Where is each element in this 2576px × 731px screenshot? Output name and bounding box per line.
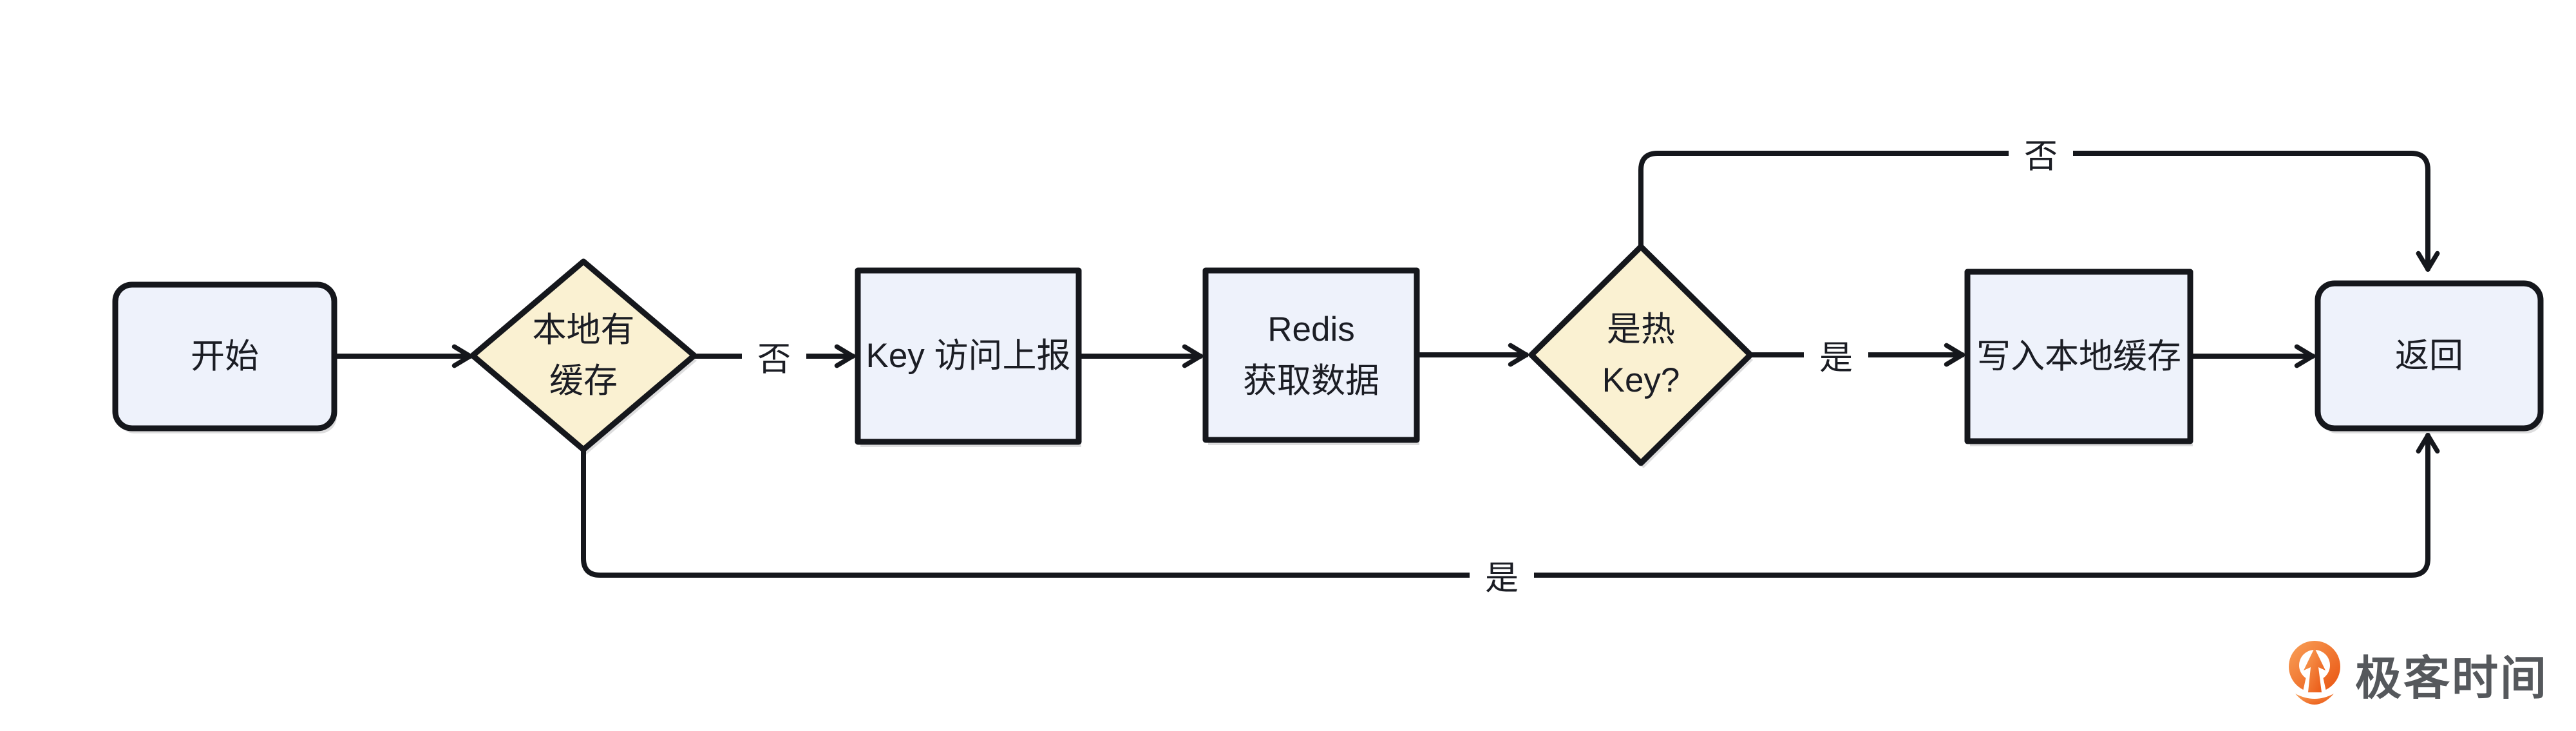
- geektime-logo-icon: [2289, 641, 2340, 705]
- flow-nodes: [112, 243, 2544, 466]
- hot-key-check-shape: [1528, 243, 1754, 466]
- brand-name: 极客时间: [2355, 652, 2549, 705]
- write-local-cache-shape: [1964, 269, 2193, 444]
- edge-label-hot-key-no: 否: [2008, 128, 2074, 179]
- start-node-shape: [112, 281, 337, 432]
- redis-fetch-shape: [1202, 267, 1420, 443]
- edge-label-hot-key-yes: 是: [1803, 329, 1869, 381]
- edge-label-local-cache-yes: 是: [1469, 549, 1535, 601]
- return-node-shape: [2315, 280, 2544, 432]
- brand-footer: 极客时间: [2286, 640, 2548, 708]
- key-report-shape: [855, 267, 1082, 445]
- edge-label-local-cache-no: 否: [741, 330, 807, 382]
- local-cache-check-shape: [469, 258, 697, 453]
